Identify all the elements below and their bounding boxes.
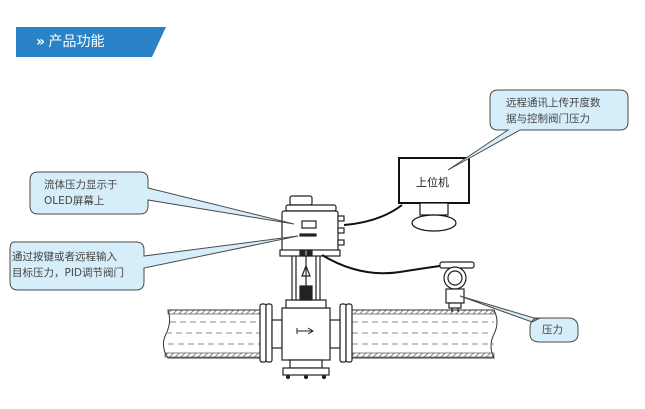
callout-line: 目标压力，PID调节阀门	[12, 267, 125, 279]
pipe-left	[162, 309, 263, 359]
callout-oled-bubble	[29, 171, 295, 225]
callout-remote-bubble	[447, 89, 629, 171]
valve-controller	[279, 195, 345, 257]
valve-body	[259, 299, 353, 380]
header-tab-shape	[16, 27, 166, 57]
monitor-label: 上位机	[416, 176, 449, 189]
callout-oled-text: 流体压力显示于 OLED屏幕上	[44, 177, 118, 209]
callout-line: OLED屏幕上	[44, 195, 105, 207]
callout-remote-text: 远程通讯上传开度数 据与控制阀门压力	[506, 95, 601, 127]
valve-actuator-stem	[291, 251, 321, 301]
host-computer-monitor	[398, 157, 470, 232]
section-title-text: 产品功能	[48, 34, 105, 50]
callout-line: 压力	[542, 324, 563, 336]
callout-input-text: 通过按键或者远程输入 目标压力，PID调节阀门	[12, 249, 124, 281]
pressure-transmitter	[439, 261, 475, 312]
callout-pressure-bubble	[459, 295, 579, 343]
callout-line: 流体压力显示于	[44, 179, 118, 191]
callout-line: 据与控制阀门压力	[506, 113, 590, 125]
signal-cables	[321, 204, 441, 275]
callout-input-bubble	[9, 235, 299, 291]
callout-line: 远程通讯上传开度数	[506, 97, 601, 109]
section-title: » 产品功能	[36, 33, 105, 51]
callout-pressure-text: 压力	[542, 322, 563, 338]
double-chevron-icon: »	[36, 34, 45, 50]
callout-line: 通过按键或者远程输入	[12, 251, 117, 263]
pipe-right	[351, 309, 498, 359]
section-header-tab: » 产品功能	[16, 27, 166, 57]
